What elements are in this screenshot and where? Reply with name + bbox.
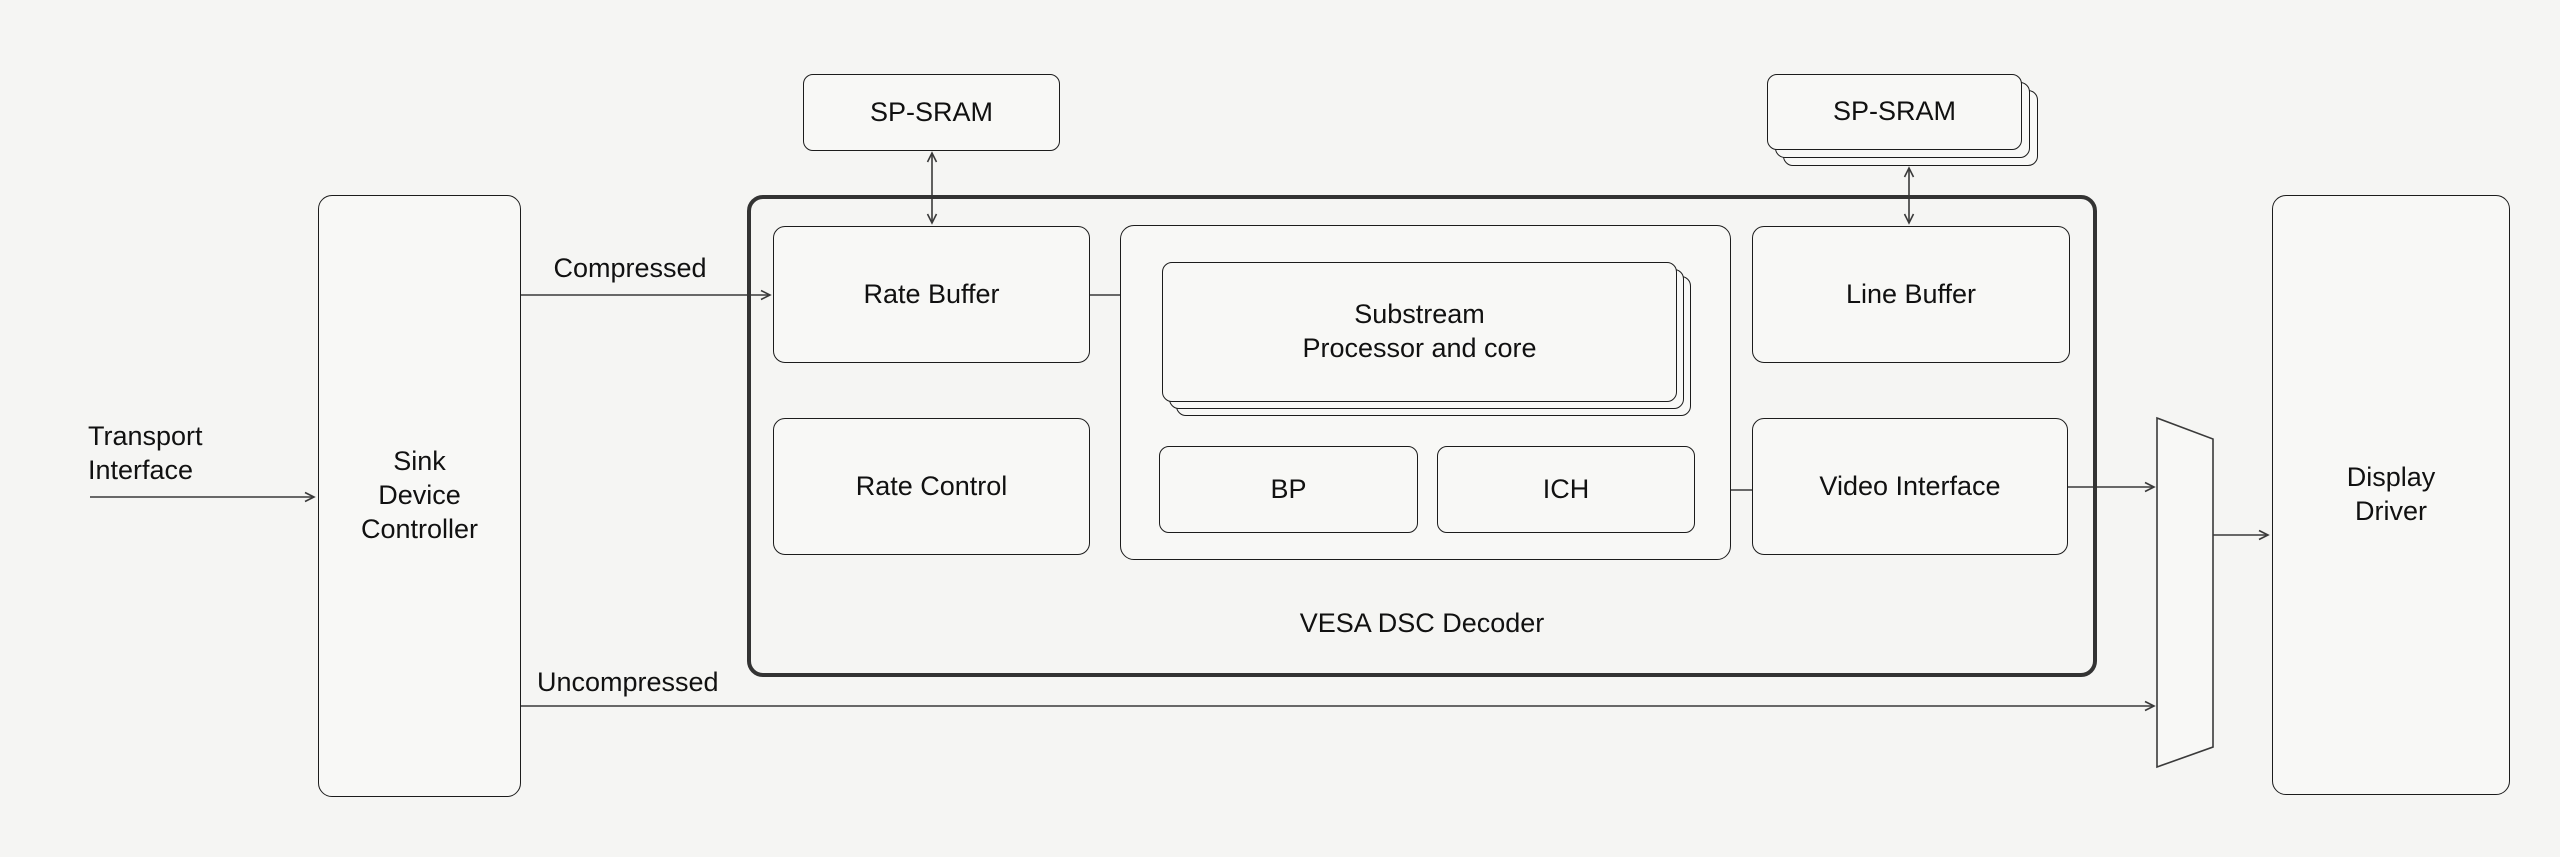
sp-sram-left-box: SP-SRAM <box>803 74 1060 151</box>
rate-control-box: Rate Control <box>773 418 1090 555</box>
mux-shape <box>2156 416 2214 769</box>
transport-interface-label: Transport Interface <box>88 421 203 485</box>
sp-sram-right-box: SP-SRAM <box>1767 74 2022 150</box>
rate-buffer-box: Rate Buffer <box>773 226 1090 363</box>
vesa-dsc-decoder-box: VESA DSC Decoder <box>747 195 2097 677</box>
uncompressed-label: Uncompressed <box>537 667 719 697</box>
vesa-dsc-decoder-label: VESA DSC Decoder <box>1299 608 1545 638</box>
ich-box: ICH <box>1437 446 1695 533</box>
video-interface-box: Video Interface <box>1752 418 2068 555</box>
display-driver-box: Display Driver <box>2272 195 2510 795</box>
compressed-label: Compressed <box>553 253 707 283</box>
line-buffer-box: Line Buffer <box>1752 226 2070 363</box>
substream-processor-box: Substream Processor and core <box>1162 262 1677 402</box>
bp-box: BP <box>1159 446 1418 533</box>
sink-device-controller-box: Sink Device Controller <box>318 195 521 797</box>
